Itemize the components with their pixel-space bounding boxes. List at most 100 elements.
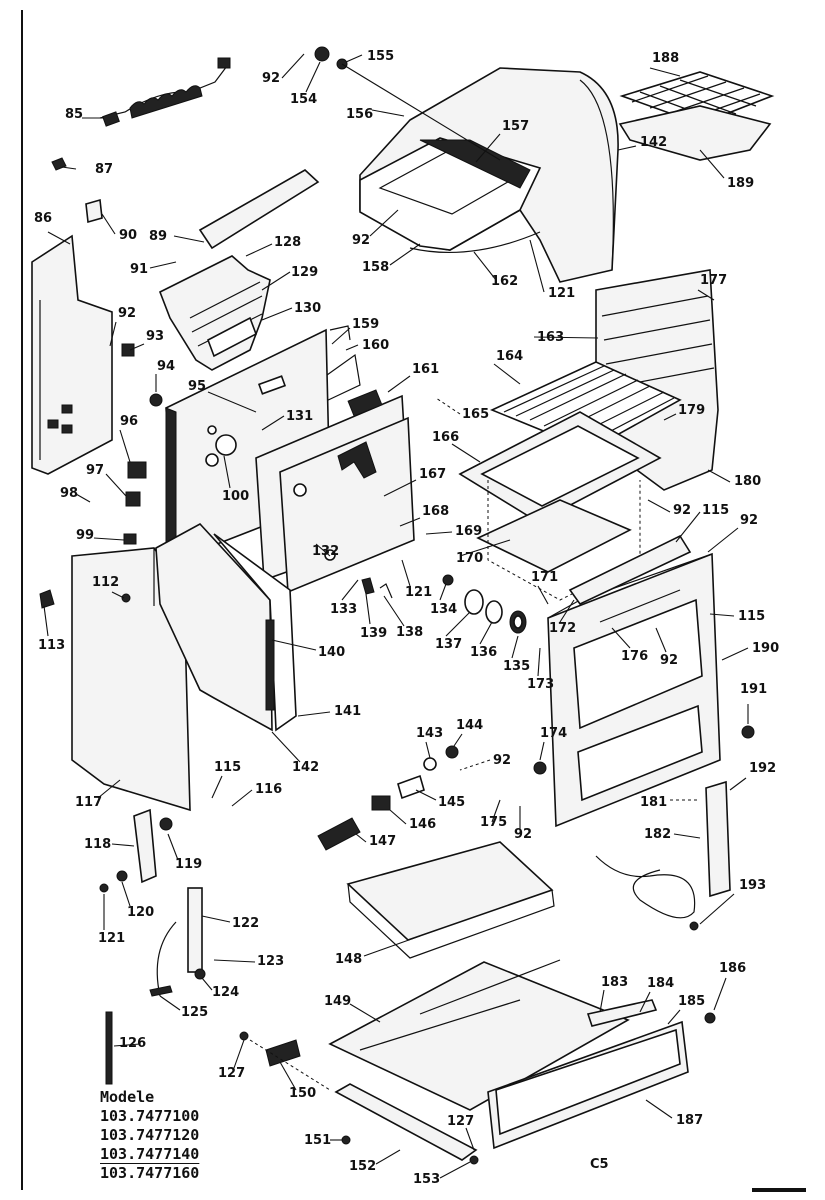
part-number-label: 138 (396, 625, 423, 640)
part-152-kick-rail (334, 1083, 478, 1161)
part-number-label: 116 (255, 782, 282, 797)
part-number-label: 86 (34, 211, 52, 226)
leader-lines (43, 53, 749, 1179)
part-number-label: 145 (438, 795, 465, 810)
guide-dashed-box (487, 480, 641, 601)
part-number-label: 95 (188, 379, 206, 394)
part-number-label: 115 (738, 609, 765, 624)
part-127-screw (239, 1031, 249, 1041)
part-number-label: 130 (294, 301, 321, 316)
part-number-label: 92 (514, 827, 532, 842)
part-number-label: 156 (346, 107, 373, 122)
part-number-label: 125 (181, 1005, 208, 1020)
part-170-bottom-plate (476, 499, 632, 573)
part-186-screw (704, 1012, 716, 1024)
part-number-label: 154 (290, 92, 317, 107)
part-number-label: 142 (292, 760, 319, 775)
part-number-label: 166 (432, 430, 459, 445)
model-list: Modele 103.7477100 103.7477120 103.74771… (100, 1088, 199, 1183)
part-148-storage-drawer (346, 841, 555, 959)
part-183-184-185-trim (586, 999, 658, 1027)
part-number-label: 118 (84, 837, 111, 852)
part-number-label: 159 (352, 317, 379, 332)
part-number-label: 158 (362, 260, 389, 275)
part-96-switch (127, 461, 147, 479)
part-85-coil-element (99, 57, 231, 127)
part-number-label: 179 (678, 403, 705, 418)
part-number-label: 97 (86, 463, 104, 478)
part-193-wire-end (689, 921, 699, 931)
part-number-label: 140 (318, 645, 345, 660)
part-number-label: 188 (652, 51, 679, 66)
part-number-label: 128 (274, 235, 301, 250)
part-number-label: 141 (334, 704, 361, 719)
part-113-hinge (39, 589, 55, 609)
part-140-door-liner (155, 522, 297, 732)
part-86-side-panel (31, 234, 113, 475)
model-number: 103.7477140 (100, 1145, 200, 1163)
part-number-label: 92 (673, 503, 691, 518)
part-154-155-knob (314, 46, 501, 161)
part-number-label: 147 (369, 834, 396, 849)
part-number-label: 92 (493, 753, 511, 768)
part-192-trim-strip (705, 780, 731, 898)
part-133-139-hardware (361, 574, 527, 634)
part-number-label: 137 (435, 637, 462, 652)
part-number-label: 123 (257, 954, 284, 969)
part-number-label: 161 (412, 362, 439, 377)
part-189-broiler-pan (618, 105, 772, 161)
part-number-label: 174 (540, 726, 567, 741)
part-number-label: 185 (678, 994, 705, 1009)
part-number-label: 171 (531, 570, 558, 585)
part-number-label: 157 (502, 119, 529, 134)
part-number-label: 133 (330, 602, 357, 617)
part-161-oven-liner-panel (255, 389, 415, 594)
part-151-screw (341, 1135, 351, 1145)
part-number-label: 127 (218, 1066, 245, 1081)
part-number-label: 115 (702, 503, 729, 518)
part-number-label: 93 (146, 329, 164, 344)
part-number-label: 129 (291, 265, 318, 280)
part-number-label: 91 (130, 262, 148, 277)
part-187-drawer-front (487, 1020, 689, 1150)
part-94-grommet (149, 393, 163, 407)
part-number-label: 182 (644, 827, 671, 842)
part-number-label: 134 (430, 602, 457, 617)
part-143-147-controls (317, 745, 547, 851)
part-number-label: 169 (455, 524, 482, 539)
part-number-label: 122 (232, 916, 259, 931)
part-number-label: 89 (149, 229, 167, 244)
part-number-label: 187 (676, 1113, 703, 1128)
part-number-label: 155 (367, 49, 394, 64)
part-number-label: 92 (352, 233, 370, 248)
part-112-screw (121, 593, 131, 603)
part-number-label: 153 (413, 1172, 440, 1187)
part-number-label: 87 (95, 162, 113, 177)
part-89-trim-strip (198, 169, 320, 250)
part-176-rail (599, 589, 681, 623)
part-128-129-housing (158, 255, 271, 371)
part-number-label: 177 (700, 273, 727, 288)
model-number: 103.7477100 (100, 1107, 200, 1125)
part-number-label: 117 (75, 795, 102, 810)
part-number-label: 190 (752, 641, 779, 656)
part-number-label: 149 (324, 994, 351, 1009)
part-87-clip (51, 157, 67, 171)
part-number-label: 152 (349, 1159, 376, 1174)
part-number-label: 119 (175, 857, 202, 872)
part-number-label: 143 (416, 726, 443, 741)
part-number-label: 142 (640, 135, 667, 150)
part-number-label: 193 (739, 878, 766, 893)
part-number-label: 150 (289, 1086, 316, 1101)
part-number-label: 173 (527, 677, 554, 692)
part-number-label: 121 (548, 286, 575, 301)
part-99-clip (123, 533, 137, 545)
part-number-label: 126 (119, 1036, 146, 1051)
part-159-bracket (319, 353, 361, 403)
part-number-label: 90 (119, 228, 137, 243)
part-number-label: 113 (38, 638, 65, 653)
model-number: 103.7477120 (100, 1126, 200, 1144)
part-number-label: 165 (462, 407, 489, 422)
